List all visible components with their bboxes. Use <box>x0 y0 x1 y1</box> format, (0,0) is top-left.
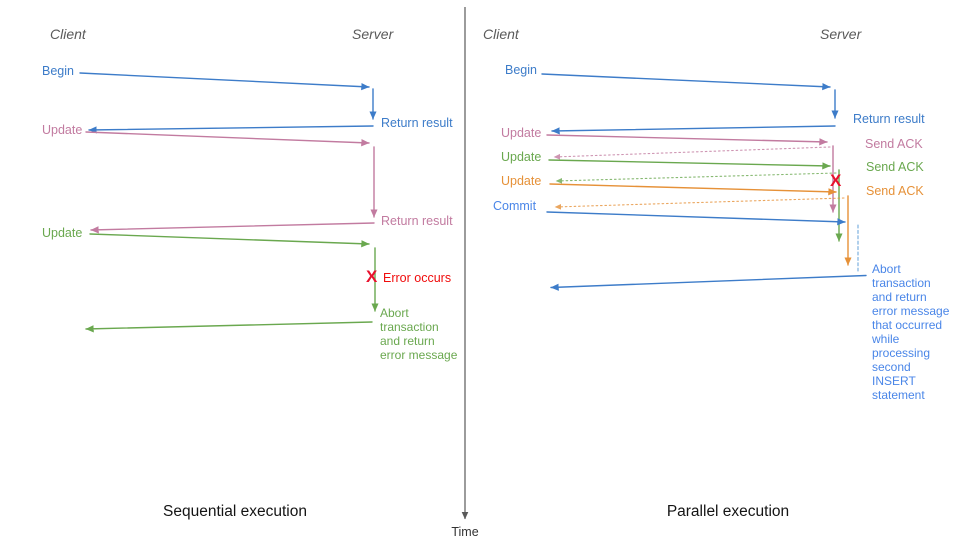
right-commit-flow <box>546 211 867 291</box>
right-update1-request-line <box>546 134 828 146</box>
right-begin-request-line <box>541 73 831 91</box>
right-update-1-label: Update <box>501 126 542 140</box>
right-update2-request-line <box>548 159 831 170</box>
left-update2-abort-return-line <box>85 321 373 333</box>
right-commit-label: Commit <box>493 199 537 213</box>
time-axis-label: Time <box>451 525 479 539</box>
left-abort-message: Abort transaction and return error messa… <box>380 306 458 362</box>
right-abort-return-line <box>550 274 867 291</box>
left-update2-flow <box>85 233 379 333</box>
right-begin-return-line <box>551 125 836 135</box>
right-send-ack-2-label: Send ACK <box>866 160 924 174</box>
left-update1-return-line <box>90 222 375 234</box>
right-begin-flow <box>541 73 839 135</box>
left-panel-caption: Sequential execution <box>163 503 307 520</box>
right-commit-request-line <box>546 211 846 226</box>
left-update-1-label: Update <box>42 123 83 137</box>
right-send-ack-1-label: Send ACK <box>865 137 923 151</box>
right-update3-request-line <box>549 183 837 196</box>
left-error-x-icon: X <box>366 267 378 286</box>
left-update1-flow <box>85 131 378 234</box>
left-update2-request-line <box>89 233 370 248</box>
left-begin-request-line <box>79 72 370 91</box>
left-update1-request-line <box>85 131 370 147</box>
right-update-3-label: Update <box>501 174 542 188</box>
right-return-result-label: Return result <box>853 112 925 126</box>
right-client-header: Client <box>483 26 519 42</box>
right-update-2-label: Update <box>501 150 542 164</box>
left-begin-label: Begin <box>42 64 74 78</box>
right-begin-label: Begin <box>505 63 537 77</box>
right-update1-flow <box>546 134 837 213</box>
right-update2-ack-line <box>555 172 837 184</box>
right-abort-message: Abort transaction and return error messa… <box>872 262 950 402</box>
left-error-occurs-label: Error occurs <box>383 271 452 285</box>
left-return-result-1-label: Return result <box>381 116 453 130</box>
left-update-2-label: Update <box>42 226 83 240</box>
right-update2-flow <box>548 159 843 242</box>
right-error-x-icon: X <box>830 171 842 190</box>
right-panel-caption: Parallel execution <box>666 503 790 520</box>
right-update3-flow <box>549 183 852 266</box>
right-update3-ack-line <box>554 197 845 210</box>
left-begin-flow <box>79 72 377 134</box>
left-return-result-2-label: Return result <box>381 214 453 228</box>
right-update1-ack-line <box>553 146 831 160</box>
left-client-header: Client <box>50 26 86 42</box>
left-begin-return-line <box>88 125 374 134</box>
right-send-ack-3-label: Send ACK <box>866 184 924 198</box>
left-server-header: Server <box>352 26 394 42</box>
right-server-header: Server <box>820 26 862 42</box>
